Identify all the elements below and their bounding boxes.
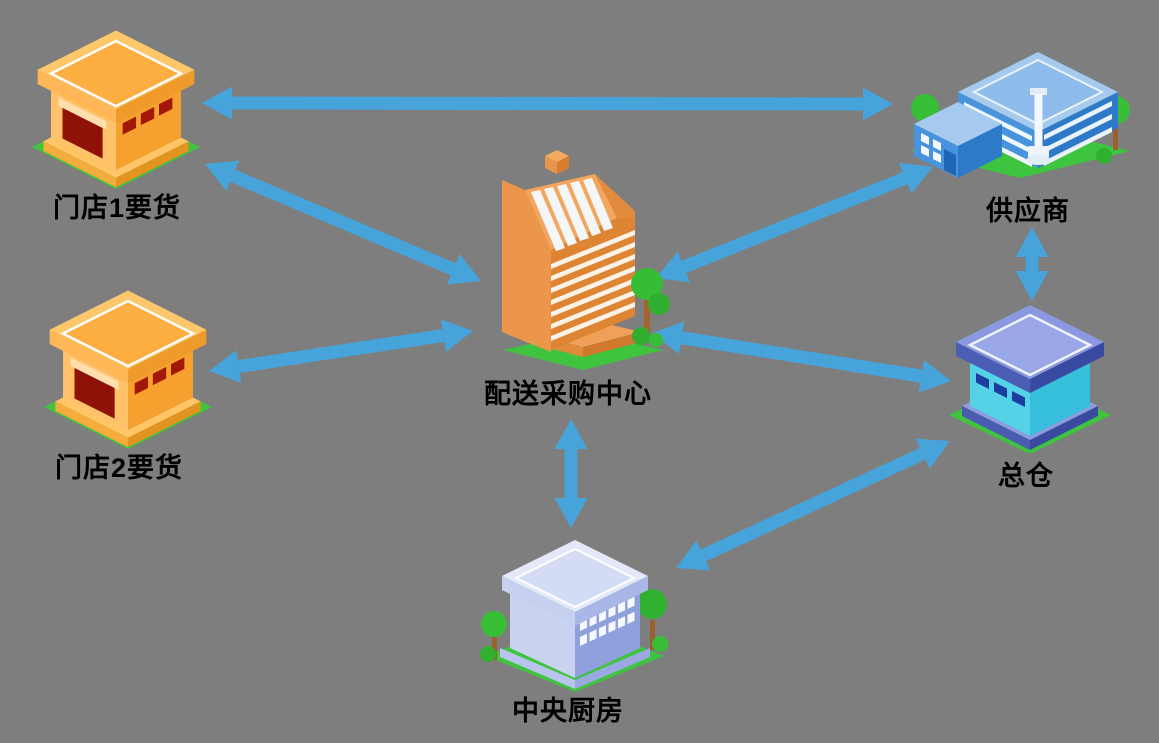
- window-icon: [921, 133, 929, 145]
- door-icon: [74, 367, 115, 419]
- window-icon: [627, 611, 635, 624]
- awning: [70, 357, 119, 390]
- edge-center-warehouse: [652, 321, 951, 393]
- node-kitchen: [480, 532, 670, 692]
- front-wall: [510, 590, 575, 678]
- window-icon: [608, 620, 616, 633]
- window-icon: [976, 373, 989, 389]
- node-store2-label: 门店2要货: [55, 453, 184, 483]
- office-icon: [910, 52, 1130, 178]
- window-icon: [627, 596, 635, 609]
- node-store2: [42, 284, 214, 450]
- window-icon: [580, 633, 587, 646]
- edge-warehouse-kitchen: [676, 438, 950, 571]
- window-icon: [933, 139, 941, 151]
- window-icon: [1012, 391, 1025, 407]
- door-icon: [62, 107, 103, 159]
- tree-icon: [637, 589, 668, 652]
- window-icon: [152, 367, 167, 386]
- window-icon: [994, 382, 1007, 398]
- edge-center-kitchen: [554, 419, 588, 528]
- node-kitchen-label: 中央厨房: [512, 696, 624, 726]
- storefront-icon: [31, 30, 201, 190]
- window-icon: [933, 151, 941, 163]
- window-icon: [544, 187, 577, 246]
- front-wall: [502, 180, 551, 352]
- edge-store1-supplier: [202, 86, 893, 121]
- edge-supplier-warehouse: [1015, 227, 1049, 301]
- edge-store2-center: [209, 319, 473, 383]
- node-supplier: [908, 38, 1133, 188]
- window-icon: [583, 178, 613, 231]
- node-store1: [30, 24, 202, 190]
- side-wall: [1030, 358, 1090, 436]
- tower-icon: [502, 150, 670, 370]
- side-wall: [575, 590, 640, 678]
- storefront-icon: [43, 290, 213, 450]
- awning: [58, 97, 107, 130]
- window-icon: [921, 145, 929, 157]
- tree-icon: [631, 268, 670, 347]
- window-icon: [618, 616, 625, 629]
- building-icon: [480, 540, 668, 692]
- window-icon: [599, 625, 606, 638]
- node-center: [495, 148, 670, 383]
- window-icon: [531, 190, 565, 251]
- warehouse-icon: [949, 305, 1111, 453]
- window-icon: [608, 605, 616, 618]
- window-icon: [618, 601, 625, 614]
- node-warehouse-label: 总仓: [998, 461, 1054, 491]
- window-icon: [159, 97, 173, 116]
- window-icon: [171, 357, 185, 376]
- window-icon: [122, 116, 137, 135]
- edge-center-supplier: [656, 162, 933, 283]
- node-store1-label: 门店1要货: [53, 193, 182, 223]
- door-icon: [944, 149, 956, 176]
- edge-store1-center: [205, 160, 481, 285]
- window-icon: [589, 629, 597, 642]
- window-icon: [134, 376, 149, 395]
- node-warehouse: [948, 298, 1113, 453]
- node-center-label: 配送采购中心: [484, 379, 652, 409]
- window-icon: [140, 107, 155, 126]
- window-icon: [570, 181, 601, 236]
- node-supplier-label: 供应商: [986, 196, 1070, 226]
- window-icon: [557, 184, 589, 241]
- tree-icon: [480, 611, 507, 662]
- column: [1034, 94, 1043, 152]
- column-capital: [1030, 88, 1047, 95]
